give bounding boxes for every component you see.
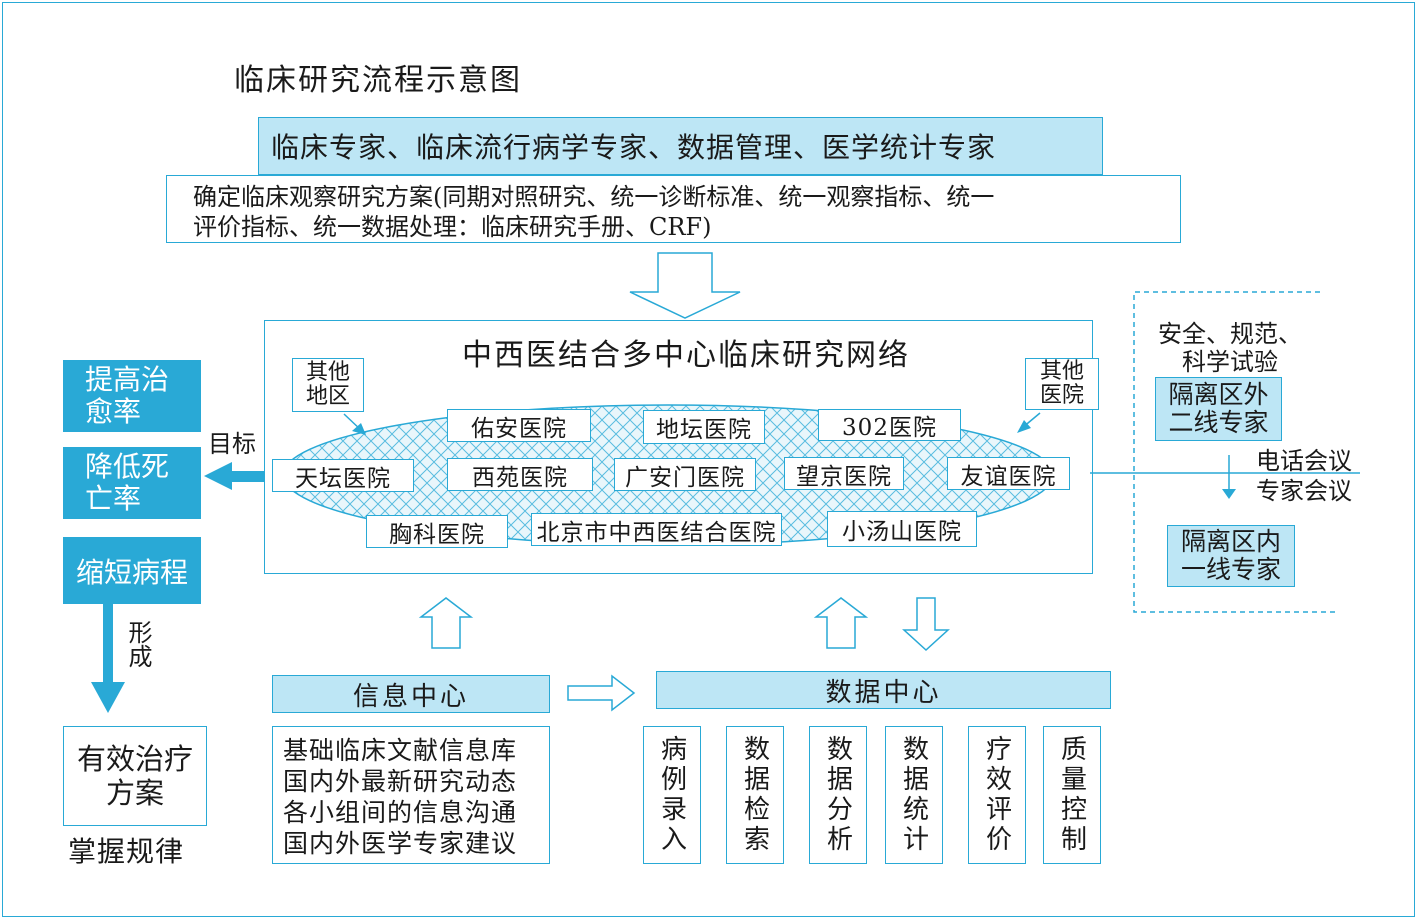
treatment-line-1: 有效治疗 bbox=[76, 742, 193, 776]
hospital-wangjing: 望京医院 bbox=[784, 457, 904, 490]
meeting-line-1: 电话会议 bbox=[1256, 447, 1352, 475]
hospital-tiantan: 天坛医院 bbox=[272, 459, 414, 492]
data-center-title-text: 数据中心 bbox=[825, 677, 942, 708]
experts-banner: 临床专家、临床流行病学专家、数据管理、医学统计专家 bbox=[258, 117, 1103, 175]
other-hospital-box: 其他 医院 bbox=[1025, 358, 1099, 410]
hospital-302: 302医院 bbox=[818, 409, 961, 441]
data-item-analysis: 数据分析 bbox=[809, 726, 867, 864]
hospital-ditan: 地坛医院 bbox=[643, 410, 765, 444]
hospital-xiongke: 胸科医院 bbox=[366, 515, 508, 548]
inner-experts-line-1: 隔离区内 bbox=[1180, 527, 1281, 556]
other-hospital-line-2: 医院 bbox=[1039, 383, 1084, 408]
other-region-box: 其他 地区 bbox=[292, 358, 364, 412]
hospital-youan: 佑安医院 bbox=[447, 409, 591, 442]
info-center-title-text: 信息中心 bbox=[352, 681, 469, 712]
safety-line-2: 科学试验 bbox=[1182, 348, 1278, 376]
data-item-efficacy: 疗效评价 bbox=[968, 726, 1026, 864]
safety-line-1: 安全、规范、 bbox=[1158, 320, 1302, 348]
goal-cure-line-2: 愈率 bbox=[85, 395, 142, 428]
protocol-line-2: 评价指标、统一数据处理：临床研究手册、CRF) bbox=[193, 213, 712, 241]
form-label: 形成 bbox=[124, 620, 152, 668]
master-law-text: 掌握规律 bbox=[68, 835, 185, 868]
page-title: 临床研究流程示意图 bbox=[234, 63, 522, 98]
other-region-line-1: 其他 bbox=[305, 360, 350, 385]
goal-death-line-2: 亡率 bbox=[85, 482, 142, 515]
hospital-youyi: 友谊医院 bbox=[947, 457, 1070, 490]
safety-text: 安全、规范、 科学试验 bbox=[1140, 320, 1320, 376]
goal-course: 缩短病程 bbox=[63, 537, 201, 604]
info-item: 国内外医学专家建议 bbox=[283, 829, 518, 858]
goal-course-text: 缩短病程 bbox=[75, 555, 188, 589]
outer-experts-line-2: 二线专家 bbox=[1168, 408, 1269, 437]
hospital-xiyuan: 西苑医院 bbox=[447, 458, 593, 491]
inner-experts-line-2: 一线专家 bbox=[1180, 555, 1281, 584]
goal-death-line-1: 降低死 bbox=[85, 450, 170, 483]
goal-death-rate: 降低死 亡率 bbox=[63, 447, 201, 519]
hospital-xiaotangshan: 小汤山医院 bbox=[827, 511, 977, 547]
data-center-title: 数据中心 bbox=[656, 671, 1111, 709]
protocol-line-1: 确定临床观察研究方案(同期对照研究、统一诊断标准、统一观察指标、统一 bbox=[193, 183, 995, 211]
protocol-box: 确定临床观察研究方案(同期对照研究、统一诊断标准、统一观察指标、统一 评价指标、… bbox=[166, 175, 1181, 243]
goal-cure-line-1: 提高治 bbox=[85, 363, 170, 396]
info-item: 国内外最新研究动态 bbox=[283, 767, 518, 796]
info-item: 各小组间的信息沟通 bbox=[283, 798, 518, 827]
info-center-title: 信息中心 bbox=[272, 675, 550, 713]
info-item: 基础临床文献信息库 bbox=[283, 736, 518, 765]
data-item-statistics: 数据统计 bbox=[885, 726, 943, 864]
hospital-guanganmen: 广安门医院 bbox=[614, 458, 756, 491]
other-hospital-line-1: 其他 bbox=[1039, 359, 1084, 384]
other-region-line-2: 地区 bbox=[305, 384, 350, 409]
meeting-text: 电话会议 专家会议 bbox=[1256, 446, 1352, 506]
network-title: 中西医结合多中心临床研究网络 bbox=[462, 338, 910, 373]
data-item-retrieval: 数据检索 bbox=[726, 726, 784, 864]
outer-experts-line-1: 隔离区外 bbox=[1168, 380, 1269, 409]
hospital-beijing-integrated: 北京市中西医结合医院 bbox=[531, 513, 782, 546]
goal-label: 目标 bbox=[208, 430, 256, 458]
effective-treatment-box: 有效治疗 方案 bbox=[63, 726, 207, 826]
experts-text: 临床专家、临床流行病学专家、数据管理、医学统计专家 bbox=[271, 131, 997, 164]
outer-experts-box: 隔离区外 二线专家 bbox=[1155, 377, 1282, 441]
meeting-line-2: 专家会议 bbox=[1256, 477, 1352, 505]
treatment-line-2: 方案 bbox=[105, 776, 164, 810]
info-center-list: 基础临床文献信息库 国内外最新研究动态 各小组间的信息沟通 国内外医学专家建议 bbox=[272, 726, 550, 864]
data-item-case-entry: 病例录入 bbox=[643, 726, 701, 864]
data-item-quality: 质量控制 bbox=[1043, 726, 1101, 864]
goal-cure-rate: 提高治 愈率 bbox=[63, 360, 201, 432]
inner-experts-box: 隔离区内 一线专家 bbox=[1167, 525, 1295, 587]
